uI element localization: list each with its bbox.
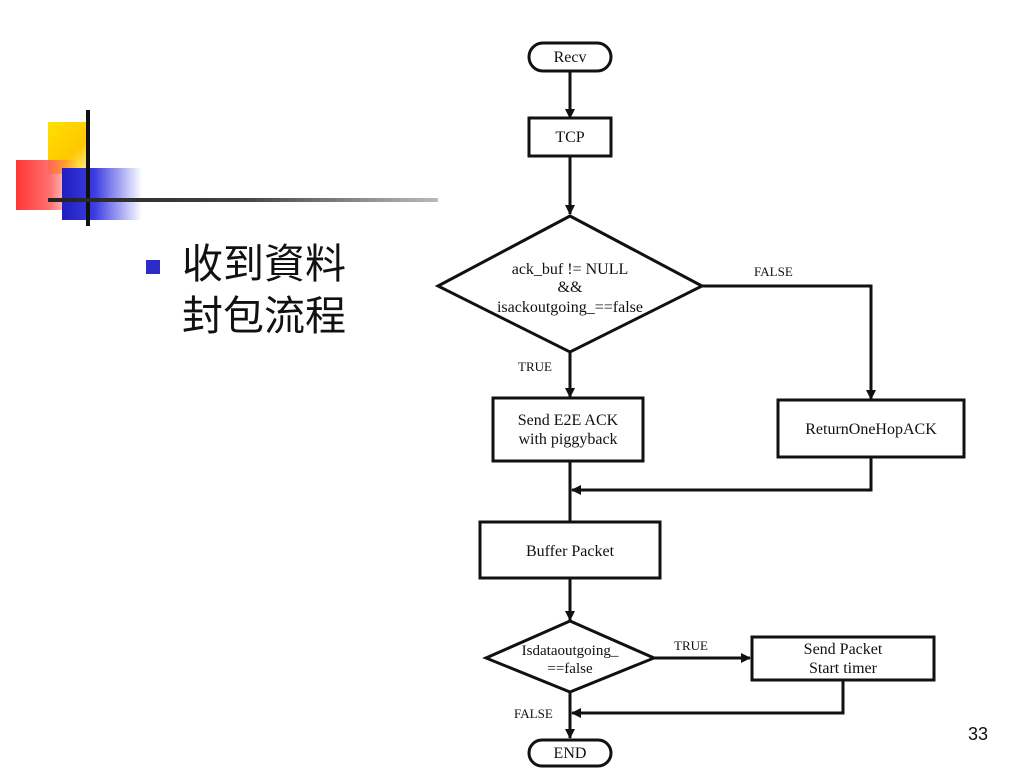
tcp-box — [527, 116, 613, 158]
decision1-diamond — [434, 214, 706, 354]
send-e2e-box — [491, 396, 645, 463]
decision2-label-line2: ==false — [547, 661, 593, 677]
send-packet-box — [750, 635, 936, 682]
bullet-line-1: 收到資料 — [182, 240, 346, 288]
decision1-label-line3: isackoutgoing_==false — [497, 299, 643, 316]
arrow-decision1-false — [702, 284, 876, 400]
arrow-onehop-merge — [571, 457, 873, 495]
recv-label: Recv — [554, 49, 587, 66]
arrow-sendpacket-merge — [571, 680, 845, 718]
bullet-line-2: 封包流程 — [182, 292, 346, 340]
bullet-square-icon — [146, 260, 160, 274]
decision2-label-line1: Isdataoutgoing_ — [522, 643, 619, 659]
connectors — [565, 70, 876, 739]
end-terminal — [527, 738, 613, 768]
decor-horizontal-line — [48, 198, 438, 202]
decor-vertical-line — [86, 110, 90, 226]
decision2-diamond — [482, 619, 658, 694]
send-e2e-label-line1: Send E2E ACK — [518, 412, 619, 429]
return-onehop-box — [776, 398, 966, 459]
buffer-packet-box — [478, 520, 662, 580]
slide-decoration — [0, 0, 440, 240]
d1-true-label: TRUE — [518, 359, 552, 374]
d2-true-label: TRUE — [674, 638, 708, 653]
d2-false-label: FALSE — [514, 706, 553, 721]
d1-false-label: FALSE — [754, 264, 793, 279]
shapes — [434, 41, 966, 768]
bullet-text: 收到資料 封包流程 — [182, 238, 382, 342]
tcp-label: TCP — [555, 129, 584, 146]
send-packet-label-line2: Start timer — [809, 660, 878, 677]
send-packet-label-line1: Send Packet — [804, 641, 883, 658]
decision1-label-line2: && — [558, 279, 583, 296]
decision1-label-line1: ack_buf != NULL — [512, 261, 629, 278]
return-onehop-label: ReturnOneHopACK — [805, 421, 937, 438]
recv-terminal — [527, 41, 613, 73]
buffer-packet-label: Buffer Packet — [526, 543, 615, 560]
page-number: 33 — [968, 724, 989, 744]
end-label: END — [554, 745, 587, 762]
send-e2e-label-line2: with piggyback — [518, 431, 617, 448]
blue-square — [62, 168, 142, 220]
